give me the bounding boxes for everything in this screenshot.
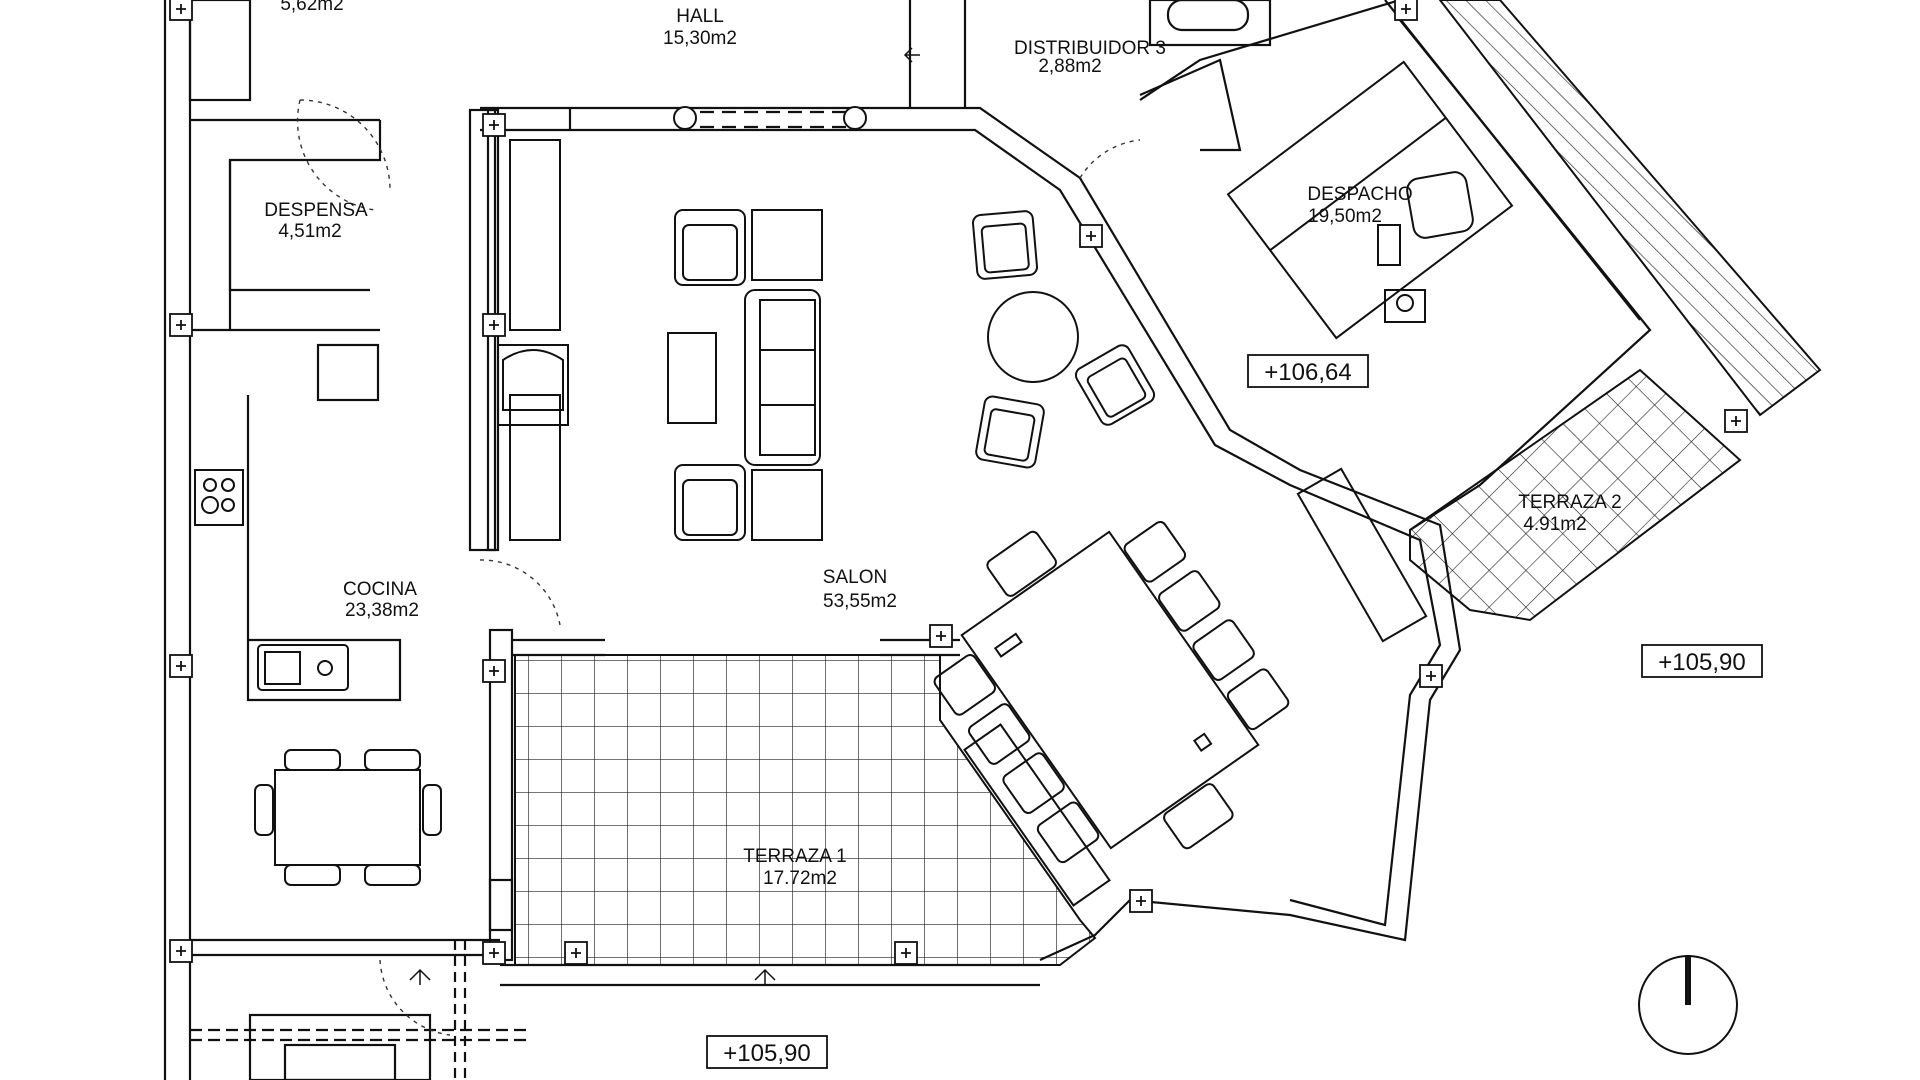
roof-hatch bbox=[1438, 0, 1822, 417]
living-furniture bbox=[497, 139, 1428, 907]
top-left-room-area: 5,62m2 bbox=[280, 0, 343, 15]
fireplace-icon bbox=[497, 344, 569, 426]
salon-area: 53,55m2 bbox=[823, 591, 897, 612]
pillar-icon bbox=[673, 106, 867, 130]
entrance-arrow-icon bbox=[409, 47, 920, 985]
terraza-1-area: 17.72m2 bbox=[763, 868, 837, 889]
north-arrow-icon bbox=[1638, 955, 1738, 1055]
cocina-name: COCINA bbox=[343, 579, 417, 600]
office-furniture bbox=[1226, 60, 1514, 340]
sink-icon bbox=[257, 644, 349, 691]
despacho-area: 19,50m2 bbox=[1308, 206, 1382, 227]
distribuidor-name: DISTRIBUIDOR 3 bbox=[1014, 38, 1166, 59]
terraza-2-area: 4.91m2 bbox=[1523, 514, 1586, 535]
despacho-name: DESPACHO bbox=[1307, 184, 1412, 205]
column-marker-icon bbox=[169, 0, 1748, 965]
level-exterior-bottom: +105,90 bbox=[723, 1040, 810, 1067]
distribuidor-area: 2,88m2 bbox=[1038, 56, 1101, 77]
salon-name: SALON bbox=[823, 567, 887, 588]
level-markers: +106,64 +105,90 +105,90 bbox=[706, 354, 1763, 1069]
level-exterior-right: +105,90 bbox=[1658, 649, 1745, 676]
dining-table bbox=[933, 520, 1290, 864]
kitchen-fixtures bbox=[194, 469, 442, 886]
door-swing-icon bbox=[296, 99, 1141, 1036]
level-despacho: +106,64 bbox=[1264, 359, 1351, 386]
hall-area: 15,30m2 bbox=[663, 28, 737, 49]
despensa-area: 4,51m2 bbox=[278, 221, 341, 242]
cocina-area: 23,38m2 bbox=[345, 600, 419, 621]
terraza-1-name: TERRAZA 1 bbox=[743, 846, 846, 867]
hall-name: HALL bbox=[676, 6, 724, 27]
room-labels: 5,62m2 HALL 15,30m2 DISTRIBUIDOR 3 2,88m… bbox=[264, 0, 1621, 889]
terraza-2-floor bbox=[1409, 368, 1742, 622]
despensa-name: DESPENSA bbox=[264, 200, 368, 221]
terraza-2-name: TERRAZA 2 bbox=[1518, 492, 1621, 513]
stove-icon bbox=[194, 469, 244, 526]
